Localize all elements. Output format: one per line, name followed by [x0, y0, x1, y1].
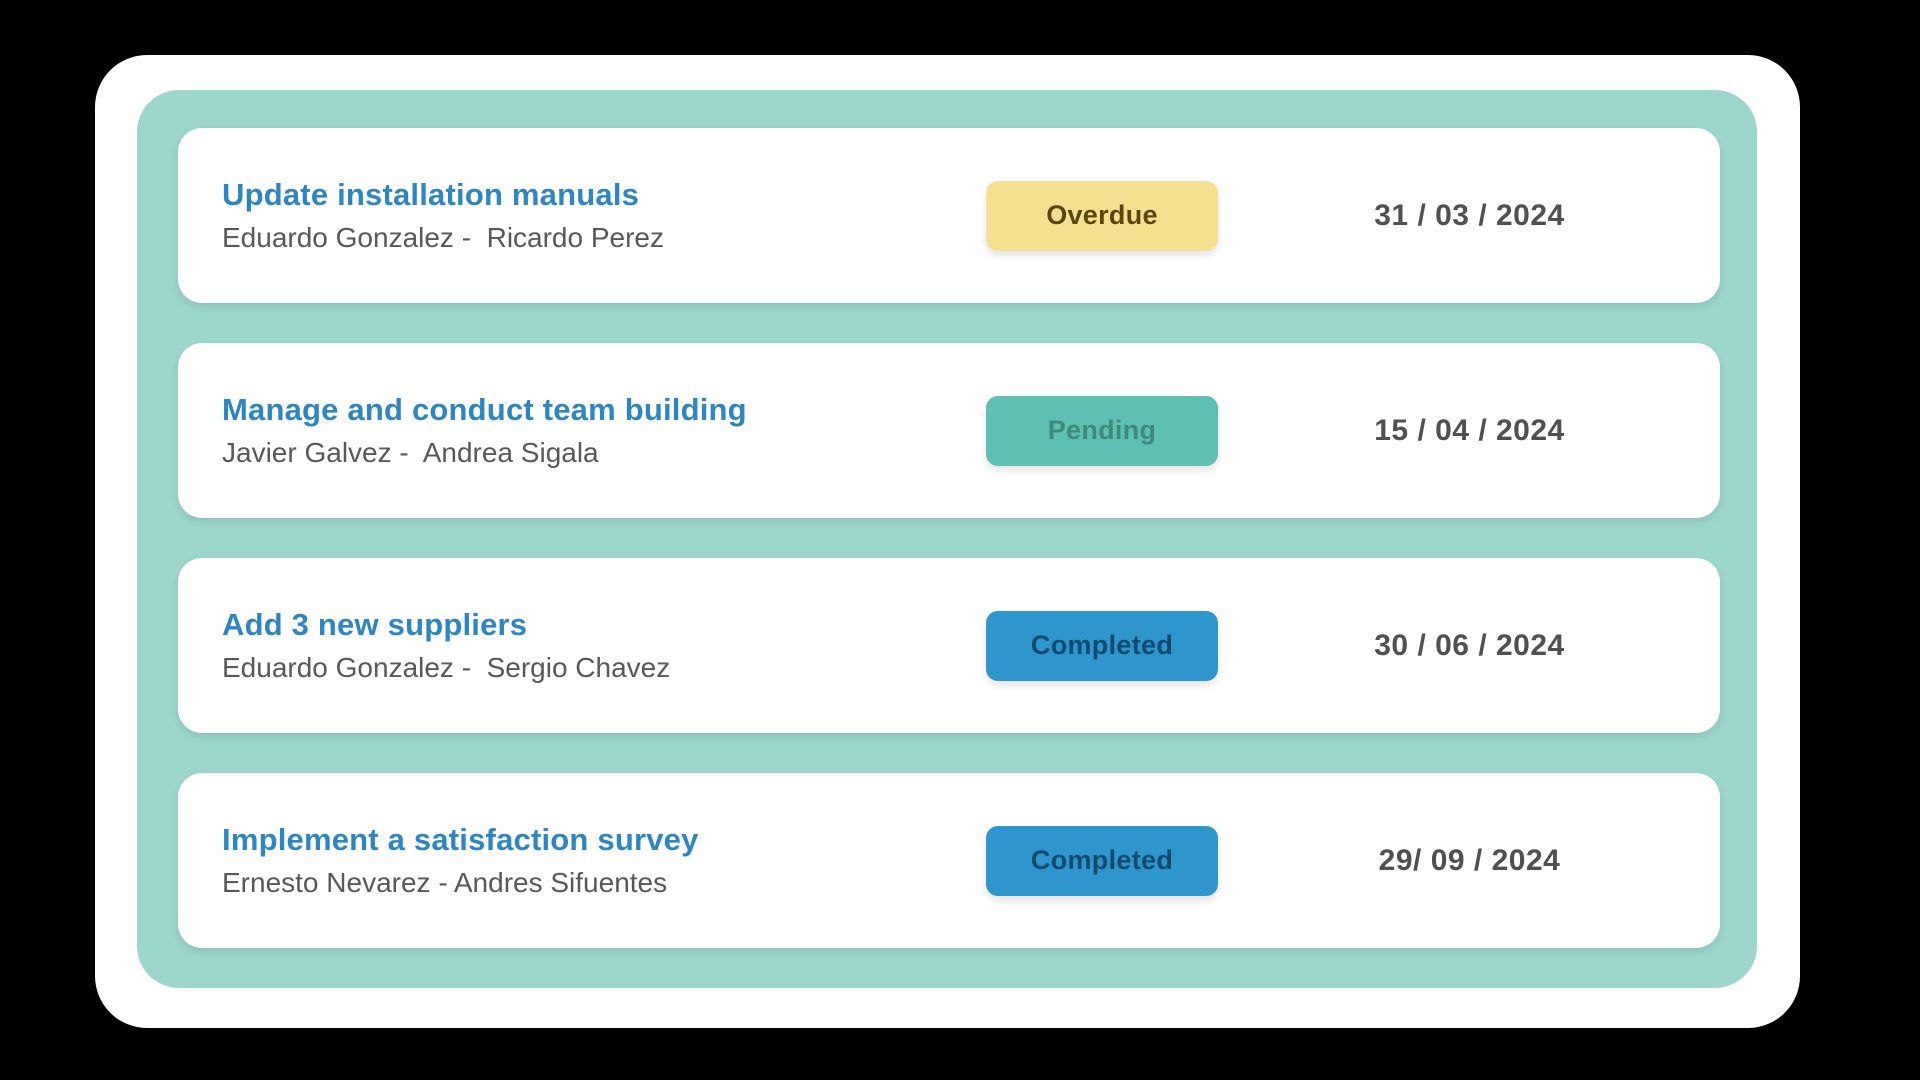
task-assignees: Ernesto Nevarez - Andres Sifuentes	[222, 867, 668, 898]
due-date: 31 / 03 / 2024	[1374, 198, 1565, 232]
task-info: Update installation manuals Eduardo Gonz…	[222, 177, 986, 254]
due-date: 15 / 04 / 2024	[1374, 413, 1565, 447]
task-info: Manage and conduct team building Javier …	[222, 392, 986, 469]
task-info: Add 3 new suppliers Eduardo Gonzalez - S…	[222, 607, 986, 684]
task-card[interactable]: Implement a satisfaction survey Ernesto …	[178, 773, 1720, 948]
status-badge[interactable]: Completed	[986, 610, 1219, 681]
task-card[interactable]: Add 3 new suppliers Eduardo Gonzalez - S…	[178, 558, 1720, 733]
task-assignees: Javier Galvez - Andrea Sigala	[222, 437, 599, 468]
status-badge[interactable]: Overdue	[986, 180, 1219, 251]
status-badge[interactable]: Pending	[986, 395, 1219, 466]
task-title-link[interactable]: Implement a satisfaction survey	[222, 822, 699, 857]
task-info: Implement a satisfaction survey Ernesto …	[222, 822, 986, 899]
task-list-window: Update installation manuals Eduardo Gonz…	[95, 55, 1800, 1028]
task-card[interactable]: Update installation manuals Eduardo Gonz…	[178, 128, 1720, 303]
task-assignees: Eduardo Gonzalez - Ricardo Perez	[222, 222, 664, 253]
task-card[interactable]: Manage and conduct team building Javier …	[178, 343, 1720, 518]
due-date: 29/ 09 / 2024	[1378, 843, 1561, 877]
task-list-panel: Update installation manuals Eduardo Gonz…	[137, 90, 1757, 988]
task-title-link[interactable]: Manage and conduct team building	[222, 392, 747, 427]
status-badge[interactable]: Completed	[986, 825, 1219, 896]
task-assignees: Eduardo Gonzalez - Sergio Chavez	[222, 652, 671, 683]
task-title-link[interactable]: Update installation manuals	[222, 177, 640, 212]
task-title-link[interactable]: Add 3 new suppliers	[222, 607, 528, 642]
due-date: 30 / 06 / 2024	[1374, 628, 1565, 662]
